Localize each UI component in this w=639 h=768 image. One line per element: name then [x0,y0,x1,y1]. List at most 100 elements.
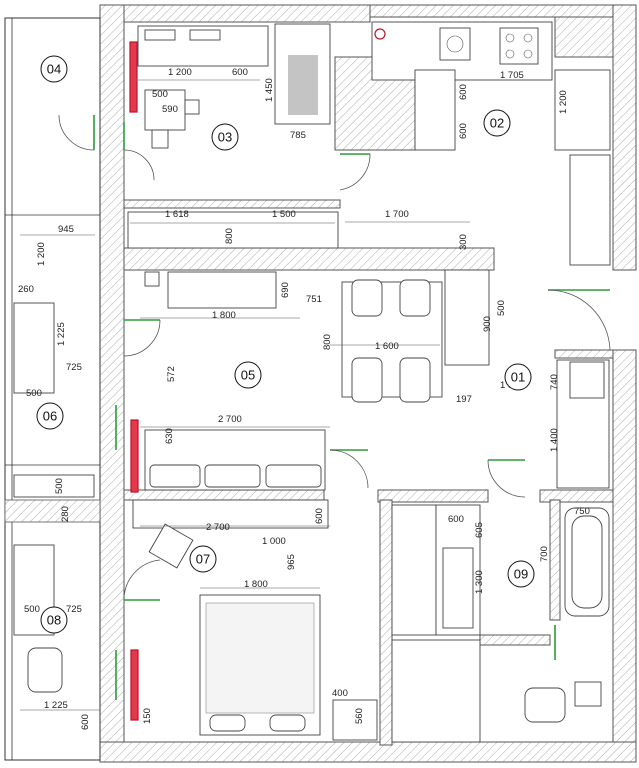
room-label-09: 09 [507,560,535,588]
dim-label: 1 618 [165,209,189,220]
dim-label: 1 800 [244,579,268,590]
armchair-07 [148,523,194,569]
lounge-chair-08 [27,647,63,693]
dim-label: 900 [482,316,493,332]
dim-label: 2 700 [206,522,230,533]
wall-corner-top-right [554,16,614,58]
dim-label: 280 [60,506,71,522]
dim-label: 1 800 [212,310,236,321]
dim-label: 500 [24,604,40,615]
dimension-lines [20,79,470,711]
svg-text:07: 07 [196,552,210,567]
svg-text:06: 06 [43,409,57,424]
burner-1 [505,33,515,43]
corridor-furniture [391,504,481,743]
dim-label: 600 [448,514,464,525]
pillow-07a [209,714,246,732]
dim-label: 700 [539,546,550,562]
crib-blanket [288,55,318,115]
gas-riser [374,28,386,40]
burner-2 [523,33,533,43]
room-label-06: 06 [36,402,64,430]
sofa-06 [13,302,55,394]
doors [58,114,611,700]
cooktop [499,27,539,65]
balcony-partition [4,499,101,523]
dim-label: 600 [80,714,91,730]
kitchen-02 [371,21,611,266]
wardrobe-03 [127,211,339,249]
dim-label: 1 600 [375,341,399,352]
wall-bottom [99,741,637,763]
dining-chair-3 [351,357,383,403]
dim-label: 500 [54,478,65,494]
room-05-furniture [144,269,490,491]
dim-label: 630 [164,428,175,444]
dim-label: 605 [474,522,485,538]
door-03-swing [123,149,155,181]
bench-06 [13,474,95,498]
dim-label: 600 [232,67,248,78]
hall-01-furniture [556,359,610,489]
svg-text:02: 02 [490,116,504,131]
radiator-03 [129,41,138,113]
dining-chair-2 [399,279,431,317]
dimension-labels: 1 200 600 1 450 500 590 785 1 705 600 60… [18,67,590,730]
wall-left-inner [99,4,125,761]
room-labels: 04 03 02 05 01 06 07 09 [36,55,535,634]
radiators [129,41,139,721]
wall-03-bottom [123,199,341,209]
bathroom-09 [524,507,610,723]
room-label-04: 04 [40,55,68,83]
dim-label: 500 [496,300,507,316]
dim-label: 751 [306,294,322,305]
door-04-swing [58,114,95,151]
bathtub-inner [571,515,603,609]
room-03-furniture [127,23,339,249]
dim-label: 600 [458,84,469,100]
interior-walls [123,56,614,746]
door-02-swing [339,153,371,191]
dim-label: 965 [286,554,297,570]
dim-label: 150 [142,708,153,724]
dim-label: 1 200 [558,90,569,114]
burner-3 [505,49,515,59]
fridge [414,69,456,151]
dim-label: 1 300 [474,570,485,594]
dim-label: 740 [549,374,560,390]
svg-text:09: 09 [514,567,528,582]
door-entrance-swing [547,289,611,351]
dim-label: 600 [458,123,469,139]
room-label-08: 08 [40,606,68,634]
room-label-05: 05 [234,361,262,389]
dim-label: 1 705 [500,70,524,81]
dim-label: 1 225 [56,322,67,346]
svg-text:03: 03 [218,130,232,145]
sink [439,27,471,61]
dim-label: 260 [18,284,34,295]
bed-blanket [205,602,315,714]
room-label-01: 01 [504,363,532,391]
outer-walls [99,4,637,763]
desk-03 [144,89,186,131]
shelf-05 [444,269,490,366]
room-label-03: 03 [211,123,239,151]
nightstand-07 [332,699,378,741]
dim-label: 725 [66,362,82,373]
dim-label: 1 400 [549,428,560,452]
door-wc-swing [487,459,526,498]
dim-label: 500 [152,89,168,100]
wall-top-left [99,4,371,23]
wall-05-bottom [123,489,325,501]
dim-label: 800 [224,228,235,244]
door-05-swing [123,319,161,357]
dim-label: 945 [58,224,74,235]
shower-inner [442,547,474,629]
dim-label: 590 [162,104,178,115]
room-label-07: 07 [189,545,217,573]
wardrobe-07 [132,499,329,529]
room-07-furniture [132,499,378,741]
room-label-02: 02 [483,109,511,137]
wall-07-right [379,499,393,746]
